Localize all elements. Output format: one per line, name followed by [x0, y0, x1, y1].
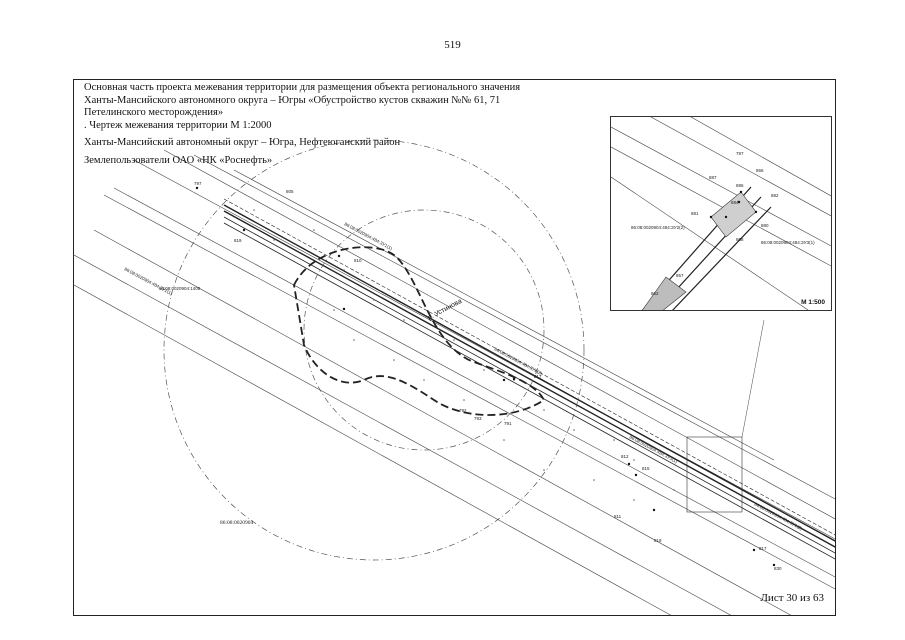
title-block: Основная часть проекта межевания террито…	[84, 82, 584, 167]
point-label: 866	[756, 168, 764, 173]
point-label: 818	[654, 538, 662, 543]
point-label: 791	[504, 421, 512, 426]
inset-drawing: 797 866 887 886 882 884 881 880 868 857 …	[611, 117, 831, 310]
title-line: . Чертеж межевания территории М 1:2000	[84, 119, 272, 131]
point-label: 868	[736, 237, 744, 242]
river-outline	[293, 246, 546, 416]
drawing-frame: р. Устинова 86:08:0020904 797 805 810 79…	[73, 79, 836, 616]
point-label: 880	[761, 223, 769, 228]
survey-map: р. Устинова 86:08:0020904 797 805 810 79…	[74, 139, 835, 615]
point-label: 881	[691, 211, 699, 216]
inset-map: 797 866 887 886 882 884 881 880 868 857 …	[610, 116, 832, 311]
point-label: 857	[676, 273, 684, 278]
lot-label: 86:08:0020904:484:ЗУ1(2)	[754, 501, 804, 531]
boundary-arcs	[163, 139, 585, 561]
point-label: 810	[354, 258, 362, 263]
inset-scale-label: М 1:500	[801, 299, 825, 306]
point-label: 797	[194, 181, 202, 186]
title-line: Ханты-Мансийского автономного округа – Ю…	[84, 94, 501, 106]
point-label: 862	[651, 291, 659, 296]
point-label: 797	[736, 151, 744, 156]
page-number: 519	[444, 39, 461, 51]
point-label: 884	[731, 200, 739, 205]
survey-points	[195, 186, 776, 567]
lot-label: 86:08:0020904:484:ЗУ3(1)	[761, 240, 815, 245]
point-label: 819	[234, 238, 242, 243]
point-label: 817	[759, 546, 767, 551]
land-users-text: Землепользователи ОАО «НК «Роснефть»	[84, 154, 273, 166]
lot-label: 86:08:0020904:1408	[159, 286, 201, 291]
point-label: 830	[774, 566, 782, 571]
point-label: 817	[534, 374, 542, 379]
point-label: 886	[736, 183, 744, 188]
point-label: 812	[621, 454, 629, 459]
lot-label: 86:08:0020904:484:ЗУ2(2)	[631, 225, 685, 230]
detail-box	[686, 436, 743, 513]
sheet-number: Лист 30 из 63	[760, 592, 824, 604]
title-line: Петелинского месторождения»	[84, 107, 224, 118]
point-label: 815	[642, 466, 650, 471]
point-label: 882	[771, 193, 779, 198]
point-label: 793	[474, 416, 482, 421]
parcel-label: 86:08:0020904	[220, 520, 254, 526]
lot-label: 86:08:0020904:484:ЗУ2(1)	[124, 266, 174, 296]
region-text: Ханты-Мансийский автономный округ – Югра…	[84, 137, 401, 148]
title-line: Основная часть проекта межевания террито…	[84, 82, 521, 93]
river-label: р. Устинова	[427, 298, 464, 322]
corridor-lines	[74, 149, 835, 615]
corridor-line	[103, 194, 835, 590]
point-label: 792	[459, 408, 467, 413]
point-label: 887	[709, 175, 717, 180]
point-label: 805	[286, 189, 294, 194]
point-label: 811	[614, 514, 622, 519]
dot-hatch	[253, 209, 675, 501]
detail-leader	[741, 319, 765, 438]
